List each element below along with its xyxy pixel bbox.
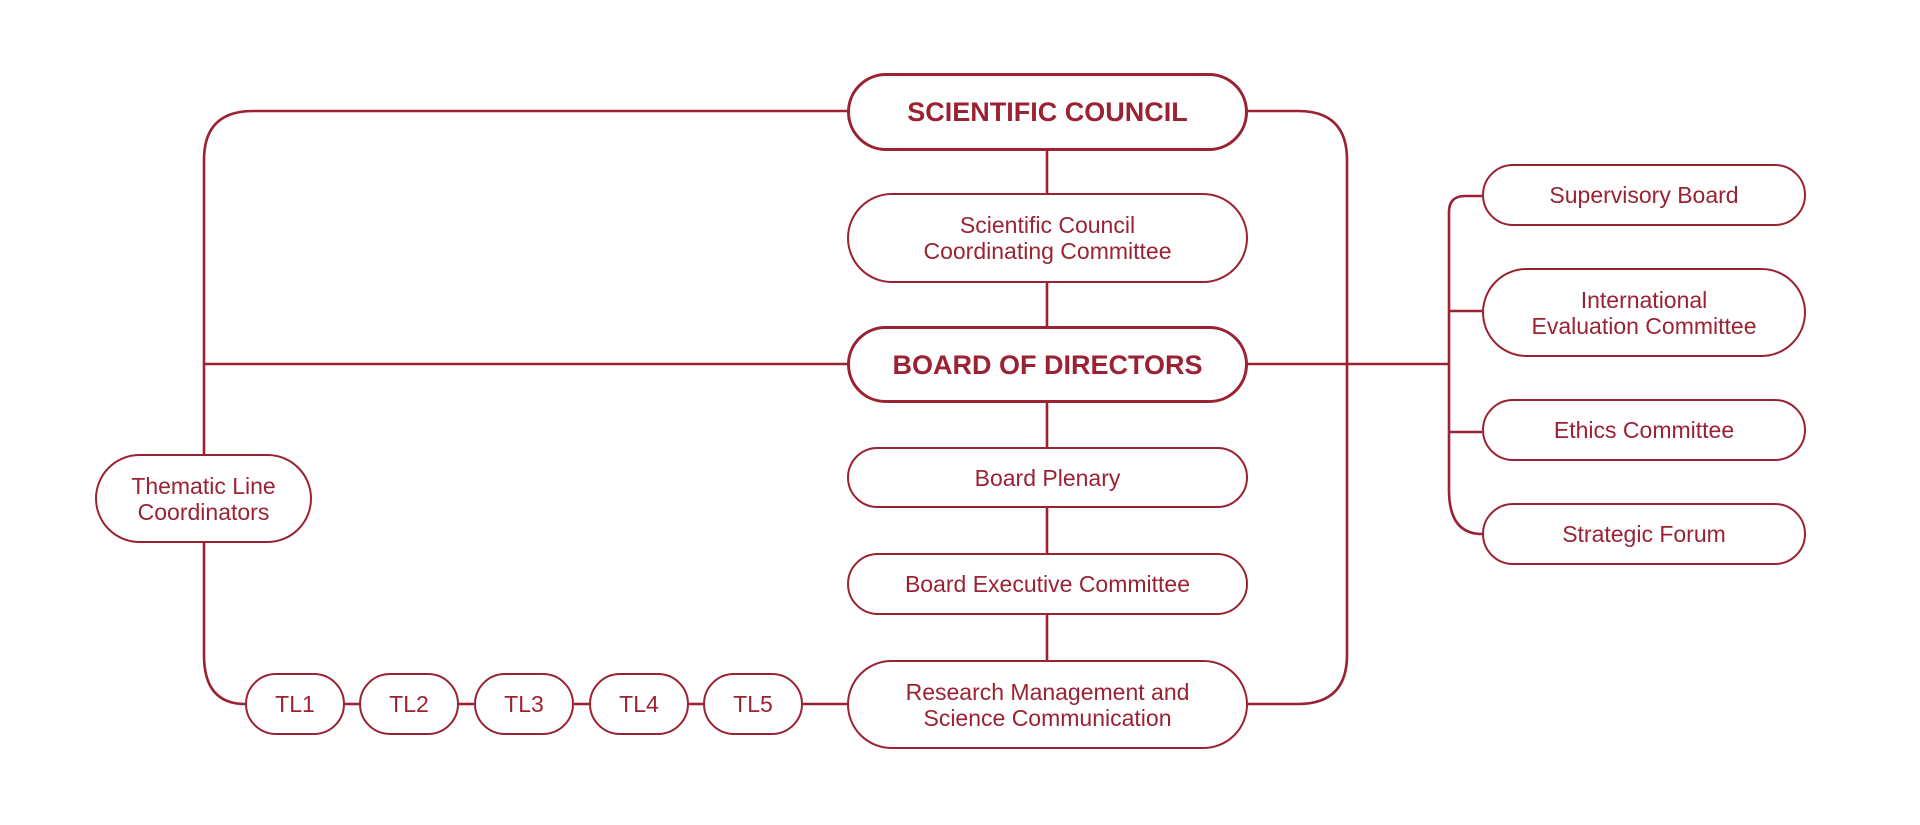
tl1-box[interactable]: TL1 [245, 673, 345, 735]
board-executive-committee-box[interactable]: Board Executive Committee [847, 553, 1248, 615]
board-of-directors-box[interactable]: BOARD OF DIRECTORS [847, 326, 1248, 403]
tl5-box[interactable]: TL5 [703, 673, 803, 735]
thematic-line-coordinators-box[interactable]: Thematic Line Coordinators [95, 454, 312, 543]
scientific-council-box[interactable]: SCIENTIFIC COUNCIL [847, 73, 1248, 151]
research-management-box[interactable]: Research Management and Science Communic… [847, 660, 1248, 749]
strategic-forum-box[interactable]: Strategic Forum [1482, 503, 1806, 565]
ethics-committee-box[interactable]: Ethics Committee [1482, 399, 1806, 461]
left-top-connector [202, 109, 847, 454]
tl2-box[interactable]: TL2 [359, 673, 459, 735]
supervisory-board-box[interactable]: Supervisory Board [1482, 164, 1806, 226]
tl4-box[interactable]: TL4 [589, 673, 689, 735]
board-plenary-box[interactable]: Board Plenary [847, 447, 1248, 508]
left-bottom-connector [202, 542, 246, 706]
sc-coordinating-committee-box[interactable]: Scientific Council Coordinating Committe… [847, 193, 1248, 283]
right-loop-connector [1248, 109, 1349, 706]
right-bracket [1447, 194, 1483, 536]
tl3-box[interactable]: TL3 [474, 673, 574, 735]
international-evaluation-committee-box[interactable]: International Evaluation Committee [1482, 268, 1806, 357]
